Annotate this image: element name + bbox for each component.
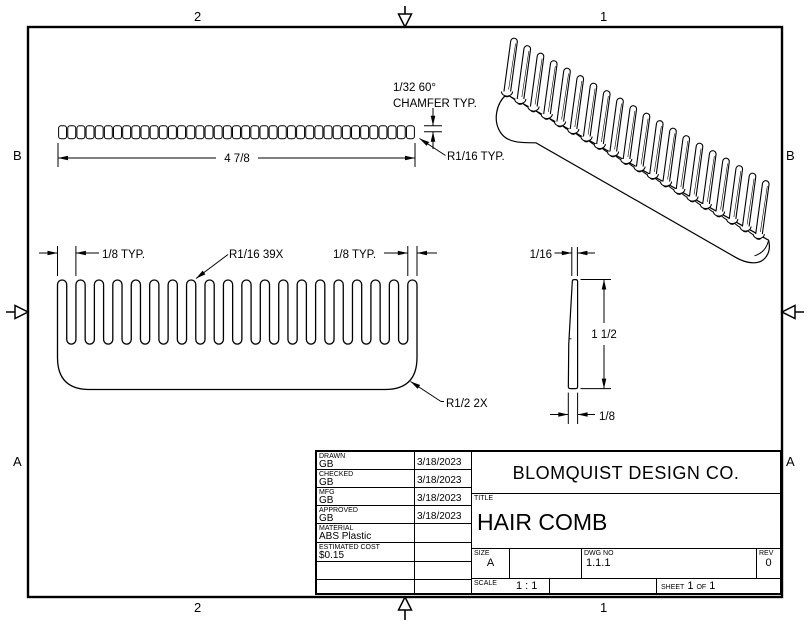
table-row: ESTIMATED COST$0.15 <box>317 543 471 562</box>
size-value: A <box>486 557 495 569</box>
rev-value: 0 <box>765 557 772 569</box>
zone-label-left-a: A <box>13 454 22 469</box>
tip-thickness-dim: 1/16 <box>530 249 552 261</box>
row-value: GB <box>319 477 334 488</box>
row-label <box>317 562 414 563</box>
height-dim: 1 1/2 <box>591 329 617 341</box>
row-value: GB <box>319 459 334 470</box>
table-row <box>317 580 471 593</box>
chamfer-note-line1: 1/32 60° <box>393 82 436 94</box>
row-date: 3/18/2023 <box>417 493 462 504</box>
overall-width-dim: 4 7/8 <box>224 153 250 165</box>
scale-label: SCALE <box>474 580 497 587</box>
row-label: MATERIAL <box>319 525 354 532</box>
tooth-width-dim-left: 1/8 TYP. <box>102 249 145 261</box>
row-label: DRAWN <box>319 453 346 460</box>
sheet-total: 1 <box>709 580 716 592</box>
zone-label-right-b: B <box>786 148 795 163</box>
chamfer-note-line2: CHAMFER TYP. <box>393 98 477 110</box>
zone-label-right-a: A <box>786 454 795 469</box>
row-label <box>317 580 414 581</box>
row-label: CHECKED <box>319 471 354 478</box>
table-row <box>317 562 471 580</box>
drawing-title-cell: TITLE HAIR COMB <box>472 494 780 549</box>
row-label: ESTIMATED COST <box>319 544 380 551</box>
edge-radius-note: R1/16 TYP. <box>447 151 505 163</box>
title-label: TITLE <box>474 495 494 502</box>
tooth-tip-radius-note: R1/16 39X <box>229 249 284 261</box>
base-thickness-dim: 1/8 <box>599 411 615 423</box>
sheet-frame <box>6 6 804 620</box>
rev-label: REV <box>759 550 774 557</box>
row-date: 3/18/2023 <box>417 511 462 522</box>
tooth-width-dim-right: 1/8 TYP. <box>333 249 376 261</box>
row-label: APPROVED <box>319 507 358 514</box>
drawing-title: HAIR COMB <box>477 509 608 535</box>
zone-label-left-b: B <box>13 148 22 163</box>
row-value: $0.15 <box>319 550 345 561</box>
dimension-lines <box>39 108 611 424</box>
isometric-view <box>495 37 770 264</box>
size-cell: SIZE A <box>472 549 510 578</box>
zone-label-bottom-1: 1 <box>600 600 608 615</box>
company-name: BLOMQUIST DESIGN CO. <box>472 452 780 494</box>
title-block-main: BLOMQUIST DESIGN CO. TITLE HAIR COMB SIZ… <box>472 452 780 593</box>
scale-value: 1 : 1 <box>516 580 538 592</box>
dimension-texts: 1/32 60° CHAMFER TYP. R1/16 TYP. 4 7/8 1… <box>102 82 617 423</box>
scale-sheet-row: SCALE 1 : 1 SHEET 1 OF 1 <box>472 579 780 593</box>
dwg-no-value: 1.1.1 <box>586 557 611 569</box>
corner-radius-note: R1/2 2X <box>446 398 488 410</box>
row-value: GB <box>319 513 334 524</box>
row-date: 3/18/2023 <box>417 457 462 468</box>
rev-cell: REV 0 <box>757 549 780 578</box>
dwg-no-label: DWG NO <box>584 550 614 557</box>
size-label: SIZE <box>474 550 490 557</box>
zone-label-bottom-2: 2 <box>194 600 202 615</box>
front-view <box>56 279 418 391</box>
empty-cell <box>550 579 657 593</box>
row-value: ABS Plastic <box>319 531 372 542</box>
dwg-no-cell: DWG NO 1.1.1 <box>582 549 757 578</box>
row-date <box>415 524 471 530</box>
sheet-cell: SHEET 1 OF 1 <box>657 579 780 593</box>
row-label: MFG <box>319 489 335 496</box>
row-date <box>415 543 471 549</box>
scale-cell: SCALE 1 : 1 <box>472 579 550 593</box>
sheet-number: 1 <box>687 580 694 592</box>
top-view <box>58 125 415 140</box>
size-dwg-rev-row: SIZE A DWG NO 1.1.1 REV 0 <box>472 549 780 579</box>
sheet-label: SHEET <box>661 584 685 591</box>
zone-label-top-2: 2 <box>194 9 202 24</box>
of-label: OF <box>696 584 707 591</box>
row-date: 3/18/2023 <box>417 475 462 486</box>
zone-label-top-1: 1 <box>600 9 608 24</box>
empty-cell <box>510 549 582 578</box>
side-profile-view <box>567 279 579 390</box>
row-date <box>415 580 471 586</box>
row-date <box>415 562 471 568</box>
row-value: GB <box>319 495 334 506</box>
